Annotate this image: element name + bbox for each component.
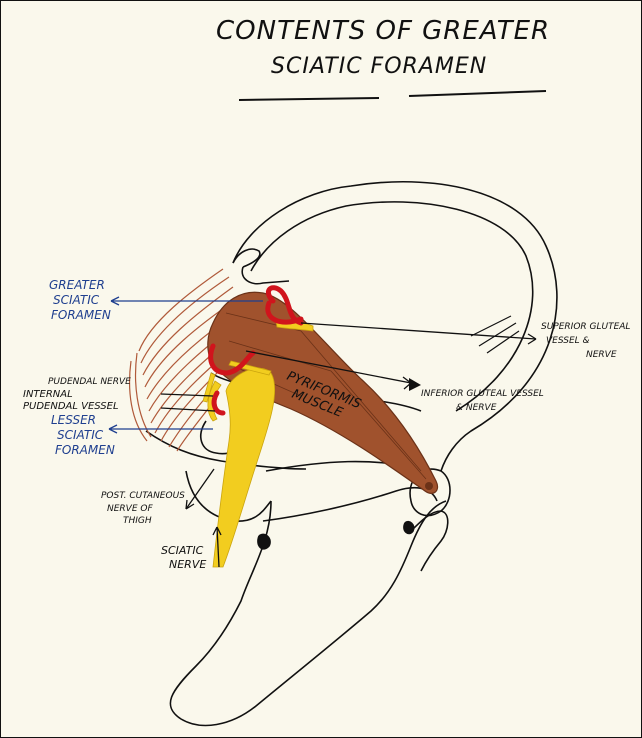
title-line-2: SCIATIC FORAMEN bbox=[271, 54, 487, 79]
inferior-gluteal-arrowhead bbox=[409, 378, 421, 391]
greater-sciatic-label-3: FORAMEN bbox=[51, 308, 111, 322]
lesser-sciatic-label-3: FORAMEN bbox=[55, 443, 115, 457]
sciatic-nerve-label-2: NERVE bbox=[169, 558, 206, 571]
lesser-sciatic-label-1: LESSER bbox=[51, 413, 96, 427]
sciatic-nerve-label-1: SCIATIC bbox=[161, 544, 204, 557]
title-underline-right bbox=[409, 91, 546, 96]
pointer-arrows bbox=[109, 297, 536, 567]
post-cutaneous-label-3: THIGH bbox=[123, 516, 152, 526]
pudendal-nerve-label: PUDENDAL NERVE bbox=[48, 377, 131, 387]
superior-gluteal-label-1: SUPERIOR GLUTEAL bbox=[541, 322, 630, 332]
inferior-gluteal-label-1: INFERIOR GLUTEAL VESSEL bbox=[421, 389, 544, 399]
greater-sciatic-label-2: SCIATIC bbox=[53, 293, 100, 307]
post-cutaneous-label-1: POST. CUTANEOUS bbox=[101, 491, 185, 501]
internal-pudendal-label-2: PUDENDAL VESSEL bbox=[23, 401, 119, 412]
superior-gluteal-label-2: VESSEL & bbox=[546, 336, 590, 346]
lesser-sciatic-label-2: SCIATIC bbox=[57, 428, 104, 442]
superior-gluteal-label-3: NERVE bbox=[586, 350, 617, 360]
greater-sciatic-label-1: GREATER bbox=[49, 278, 105, 292]
inferior-gluteal-label-2: & NERVE bbox=[456, 403, 497, 413]
internal-pudendal-label-1: INTERNAL bbox=[23, 389, 73, 400]
hip-bone-outline bbox=[146, 182, 557, 726]
title-underline-left bbox=[239, 98, 379, 100]
title-line-1: CONTENTS OF GREATER bbox=[216, 16, 550, 46]
post-cutaneous-label-2: NERVE OF bbox=[107, 504, 153, 514]
